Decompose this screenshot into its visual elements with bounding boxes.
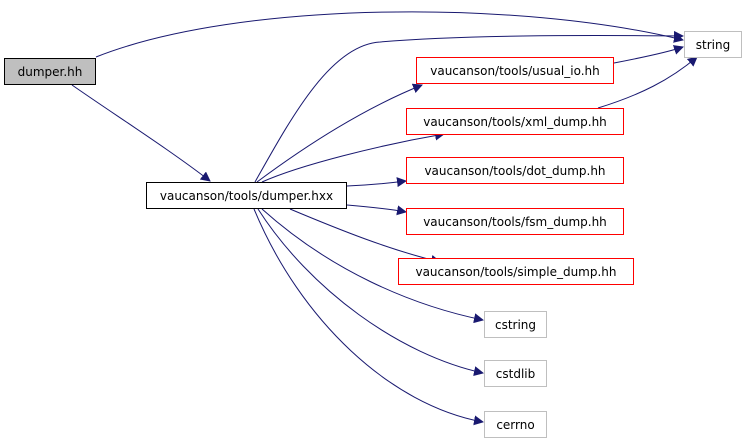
node-dot-dump-link[interactable]: vaucanson/tools/dot_dump.hh — [406, 157, 624, 184]
node-label: vaucanson/tools/usual_io.hh — [430, 63, 600, 78]
node-cerrno: cerrno — [484, 411, 547, 438]
edge-dumper-hxx-to-simple-dump — [289, 208, 441, 265]
edge-dumper-hxx-to-usual-io — [256, 83, 423, 183]
node-label: dumper.hh — [17, 64, 83, 79]
node-string: string — [684, 31, 742, 58]
node-cstdlib: cstdlib — [484, 360, 547, 387]
edge-dumper-hxx-to-xml-dump — [261, 130, 445, 183]
node-dumper-hh: dumper.hh — [4, 58, 96, 85]
edge-dumper-hxx-to-string — [254, 30, 684, 183]
node-label: vaucanson/tools/dumper.hxx — [159, 188, 334, 203]
node-cstring: cstring — [484, 311, 547, 338]
node-xml-dump-link[interactable]: vaucanson/tools/xml_dump.hh — [406, 108, 624, 135]
node-label: vaucanson/tools/fsm_dump.hh — [423, 214, 607, 229]
edge-dumper-hxx-to-cstring — [261, 208, 484, 324]
edge-dumper-hxx-to-fsm-dump — [346, 204, 407, 216]
node-label: cerrno — [496, 417, 535, 432]
edge-usual-io-to-string — [613, 45, 684, 64]
node-label: cstdlib — [495, 366, 536, 381]
node-label: vaucanson/tools/xml_dump.hh — [423, 114, 607, 129]
node-usual-io-link[interactable]: vaucanson/tools/usual_io.hh — [416, 57, 614, 84]
node-fsm-dump-link[interactable]: vaucanson/tools/fsm_dump.hh — [406, 208, 624, 235]
node-simple-dump-link[interactable]: vaucanson/tools/simple_dump.hh — [398, 258, 634, 285]
node-dumper-hxx: vaucanson/tools/dumper.hxx — [146, 182, 347, 209]
node-label: vaucanson/tools/dot_dump.hh — [424, 163, 606, 178]
edge-dumper-hxx-to-cstdlib — [257, 208, 484, 376]
edge-xml-dump-to-string — [597, 56, 698, 109]
node-label: cstring — [494, 317, 537, 332]
node-label: vaucanson/tools/simple_dump.hh — [415, 264, 617, 279]
edge-dumper-hxx-to-dot-dump — [346, 177, 407, 188]
edge-dumper-hh-to-dumper-hxx — [71, 84, 211, 182]
node-label: string — [695, 37, 731, 52]
edge-dumper-hxx-to-cerrno — [253, 208, 484, 426]
edge-dumper-hh-to-string — [95, 11, 684, 58]
